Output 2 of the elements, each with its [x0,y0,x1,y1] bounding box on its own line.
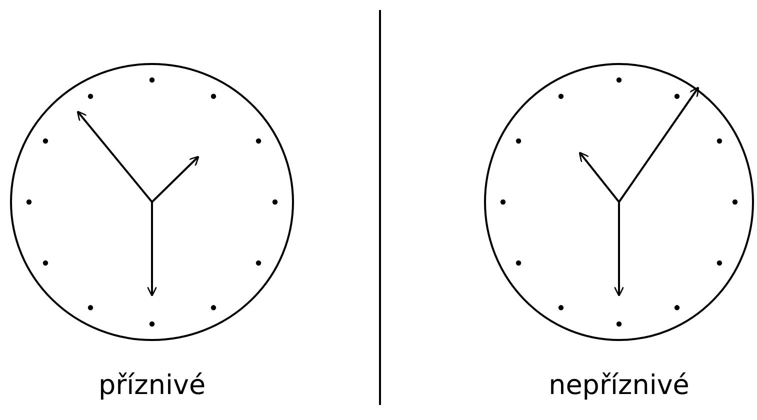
clock-caption: nepříznivé [548,370,690,401]
clock-caption: příznivé [97,370,207,401]
